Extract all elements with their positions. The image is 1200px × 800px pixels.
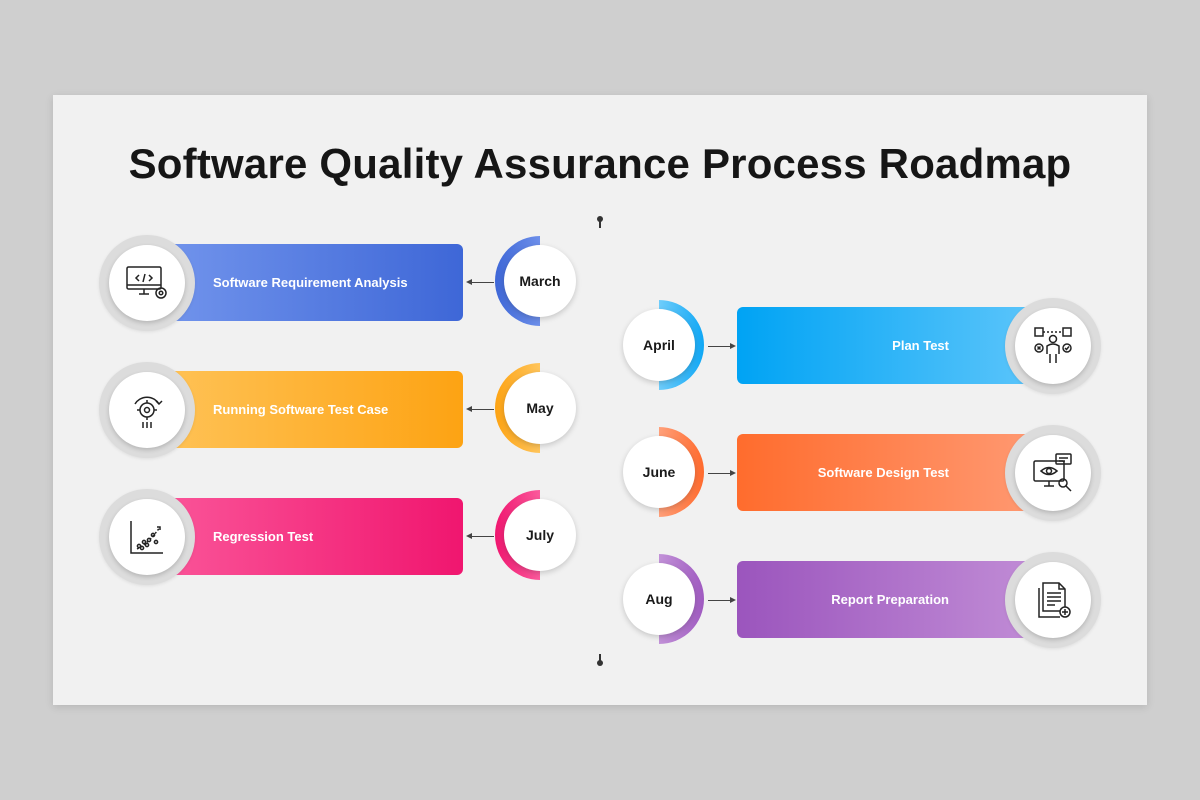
person-options-icon <box>1034 327 1072 363</box>
icon-badge-july <box>99 489 195 585</box>
roadmap-label-april: Plan Test <box>892 338 949 353</box>
month-badge-june: June <box>614 427 704 517</box>
month-badge-aug: Aug <box>614 554 704 644</box>
roadmap-label-july: Regression Test <box>213 529 314 544</box>
connector-arrow-march <box>466 279 494 285</box>
month-label-june: June <box>623 436 695 508</box>
roadmap-label-march: Software Requirement Analysis <box>213 275 408 290</box>
month-label-july: July <box>504 499 576 571</box>
monitor-inspect-icon <box>1033 453 1072 492</box>
gear-cycle-icon <box>134 396 163 428</box>
month-label-april: April <box>623 309 695 381</box>
month-badge-may: May <box>495 363 585 453</box>
computer-code-icon <box>126 266 167 299</box>
roadmap-label-june: Software Design Test <box>817 465 949 480</box>
icon-badge-aug <box>1005 552 1101 648</box>
month-badge-july: July <box>495 490 585 580</box>
connector-arrow-april <box>708 343 736 349</box>
month-badge-april: April <box>614 300 704 390</box>
month-label-march: March <box>504 245 576 317</box>
page-title: Software Quality Assurance Process Roadm… <box>128 140 1072 187</box>
timeline-axis <box>597 216 603 666</box>
month-label-aug: Aug <box>623 563 695 635</box>
icon-badge-may <box>99 362 195 458</box>
connector-arrow-july <box>466 533 494 539</box>
connector-arrow-aug <box>708 597 736 603</box>
roadmap-label-aug: Report Preparation <box>831 592 949 607</box>
icon-badge-april <box>1005 298 1101 394</box>
connector-arrow-june <box>708 470 736 476</box>
roadmap-label-may: Running Software Test Case <box>213 402 389 417</box>
icon-badge-june <box>1005 425 1101 521</box>
scatter-plot-icon <box>130 521 163 554</box>
month-label-may: May <box>504 372 576 444</box>
connector-arrow-may <box>466 406 494 412</box>
month-badge-march: March <box>495 236 585 326</box>
roadmap-bar-may: Running Software Test Case <box>137 371 463 448</box>
icon-badge-march <box>99 235 195 331</box>
document-add-icon <box>1038 582 1071 618</box>
